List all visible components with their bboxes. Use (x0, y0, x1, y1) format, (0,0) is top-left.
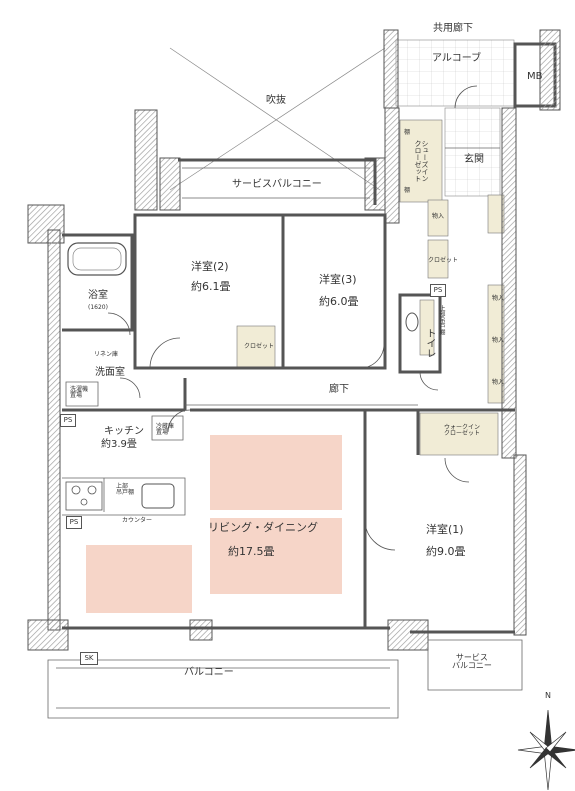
dining-zone (86, 545, 192, 613)
label-bedroom1-name: 洋室(1) (426, 523, 464, 536)
fridge-box (151, 415, 184, 441)
label-walkin: ウォークイン クローゼット (444, 424, 481, 437)
label-shelf-2: 棚 (404, 187, 411, 194)
door-bedroom1 (444, 457, 470, 483)
walkin-fill (419, 412, 499, 456)
label-service-balcony-bottom: サービス バルコニー (452, 653, 492, 670)
sk-box: SK (80, 652, 98, 665)
door-kitchen (167, 409, 191, 433)
label-closet-bedroom3: クロゼット (428, 257, 459, 264)
wall-top-left (134, 109, 158, 211)
void-diagonals (169, 47, 386, 191)
label-storage-1: 物入 (432, 213, 445, 220)
bathtub (67, 242, 127, 276)
label-upper-cabinet: 上部 吊戸棚 (116, 483, 135, 496)
door-ldk (364, 519, 396, 551)
label-counter: カウンター (122, 517, 153, 524)
label-bedroom1-size: 約9.0畳 (426, 545, 466, 558)
storage-fill-1 (427, 199, 449, 237)
service-balcony-bottom-outline (427, 639, 523, 691)
label-living-name: リビング・ダイニング (208, 521, 318, 534)
label-storage-2: 物入 (492, 295, 505, 302)
stove-burners (65, 481, 103, 511)
entrance-floor (444, 107, 501, 197)
living-zone-1 (210, 435, 342, 510)
label-kitchen-name: キッチン (104, 426, 144, 437)
ps-box-kitchen: PS (60, 414, 76, 427)
label-living-size: 約17.5畳 (228, 545, 275, 558)
wall-east-right (501, 107, 517, 459)
service-balcony-rail (182, 167, 370, 199)
label-bath-size: (1620) (88, 304, 108, 311)
label-toilet: トイレ (424, 328, 435, 358)
wall-service-left (159, 157, 181, 211)
label-storage-3: 物入 (492, 337, 505, 344)
toilet-bowl (405, 312, 419, 332)
label-shelf-1: 棚 (404, 129, 411, 136)
kitchen-sink (141, 483, 175, 509)
wall-west-left (47, 229, 61, 631)
label-kitchen-size: 約3.9畳 (101, 439, 137, 450)
label-void: 吹抜 (266, 95, 286, 106)
door-bedroom3 (359, 343, 385, 369)
label-balcony: バルコニー (184, 667, 234, 678)
balcony-rail (56, 667, 390, 709)
label-linen: リネン庫 (94, 351, 119, 358)
compass-icon (517, 709, 575, 791)
label-corridor: 廊下 (329, 384, 349, 395)
label-shared-corridor: 共用廊下 (433, 23, 473, 34)
living-zone-2 (210, 518, 342, 594)
balcony-outline (47, 659, 399, 719)
label-bedroom2-name: 洋室(2) (191, 260, 229, 273)
wall-service-balcony (178, 158, 377, 205)
label-bedroom2-size: 約6.1畳 (191, 280, 231, 293)
wall-east-upper (384, 107, 400, 224)
kitchen-counter (62, 477, 186, 516)
wall-corridor-top (383, 29, 399, 109)
label-bedroom3-size: 約6.0畳 (319, 295, 359, 308)
ps-box-counter: PS (66, 516, 82, 529)
door-entrance (454, 85, 478, 109)
label-shoes-closet: シューズイン クローゼット (414, 140, 429, 182)
door-bath (107, 312, 131, 336)
toilet-cabinet-fill (419, 299, 435, 356)
storage-fill-2 (427, 239, 449, 279)
label-service-balcony-top: サービスバルコニー (232, 179, 322, 190)
wall-mb-side (539, 29, 561, 111)
label-washroom: 洗面室 (95, 367, 125, 378)
label-fridge: 冷蔵庫 置場 (156, 423, 175, 436)
wall-bath (62, 233, 134, 332)
label-laundry: 洗濯機 置場 (70, 386, 89, 399)
label-mb: MB (527, 71, 543, 82)
ps-box-toilet: PS (430, 284, 446, 297)
label-north: N (545, 691, 551, 700)
label-upper-cabinet-toilet: 上部吊戸棚 (438, 305, 445, 335)
label-alcove: アルコーブ (432, 53, 482, 64)
wall-bedroom1 (416, 408, 515, 455)
laundry-box (65, 381, 99, 407)
wall-bedroom3 (283, 213, 387, 370)
wall-east-lower (513, 454, 527, 636)
wall-bottom-right (387, 619, 429, 651)
label-closet-bedroom2: クロゼット (244, 343, 275, 350)
shoes-closet-fill (399, 119, 443, 203)
shared-corridor-floor (395, 39, 515, 107)
label-bedroom3-name: 洋室(3) (319, 273, 357, 286)
label-storage-4: 物入 (492, 379, 505, 386)
closet2-fill (236, 325, 276, 369)
door-washroom (119, 377, 141, 399)
label-entrance: 玄関 (464, 154, 484, 165)
wall-bottom-mid (189, 619, 213, 641)
label-bath-name: 浴室 (88, 290, 108, 301)
wall-bottom-left (27, 619, 69, 651)
door-toilet (419, 371, 439, 391)
door-bedroom2 (149, 337, 181, 369)
wall-toilet (398, 293, 442, 374)
